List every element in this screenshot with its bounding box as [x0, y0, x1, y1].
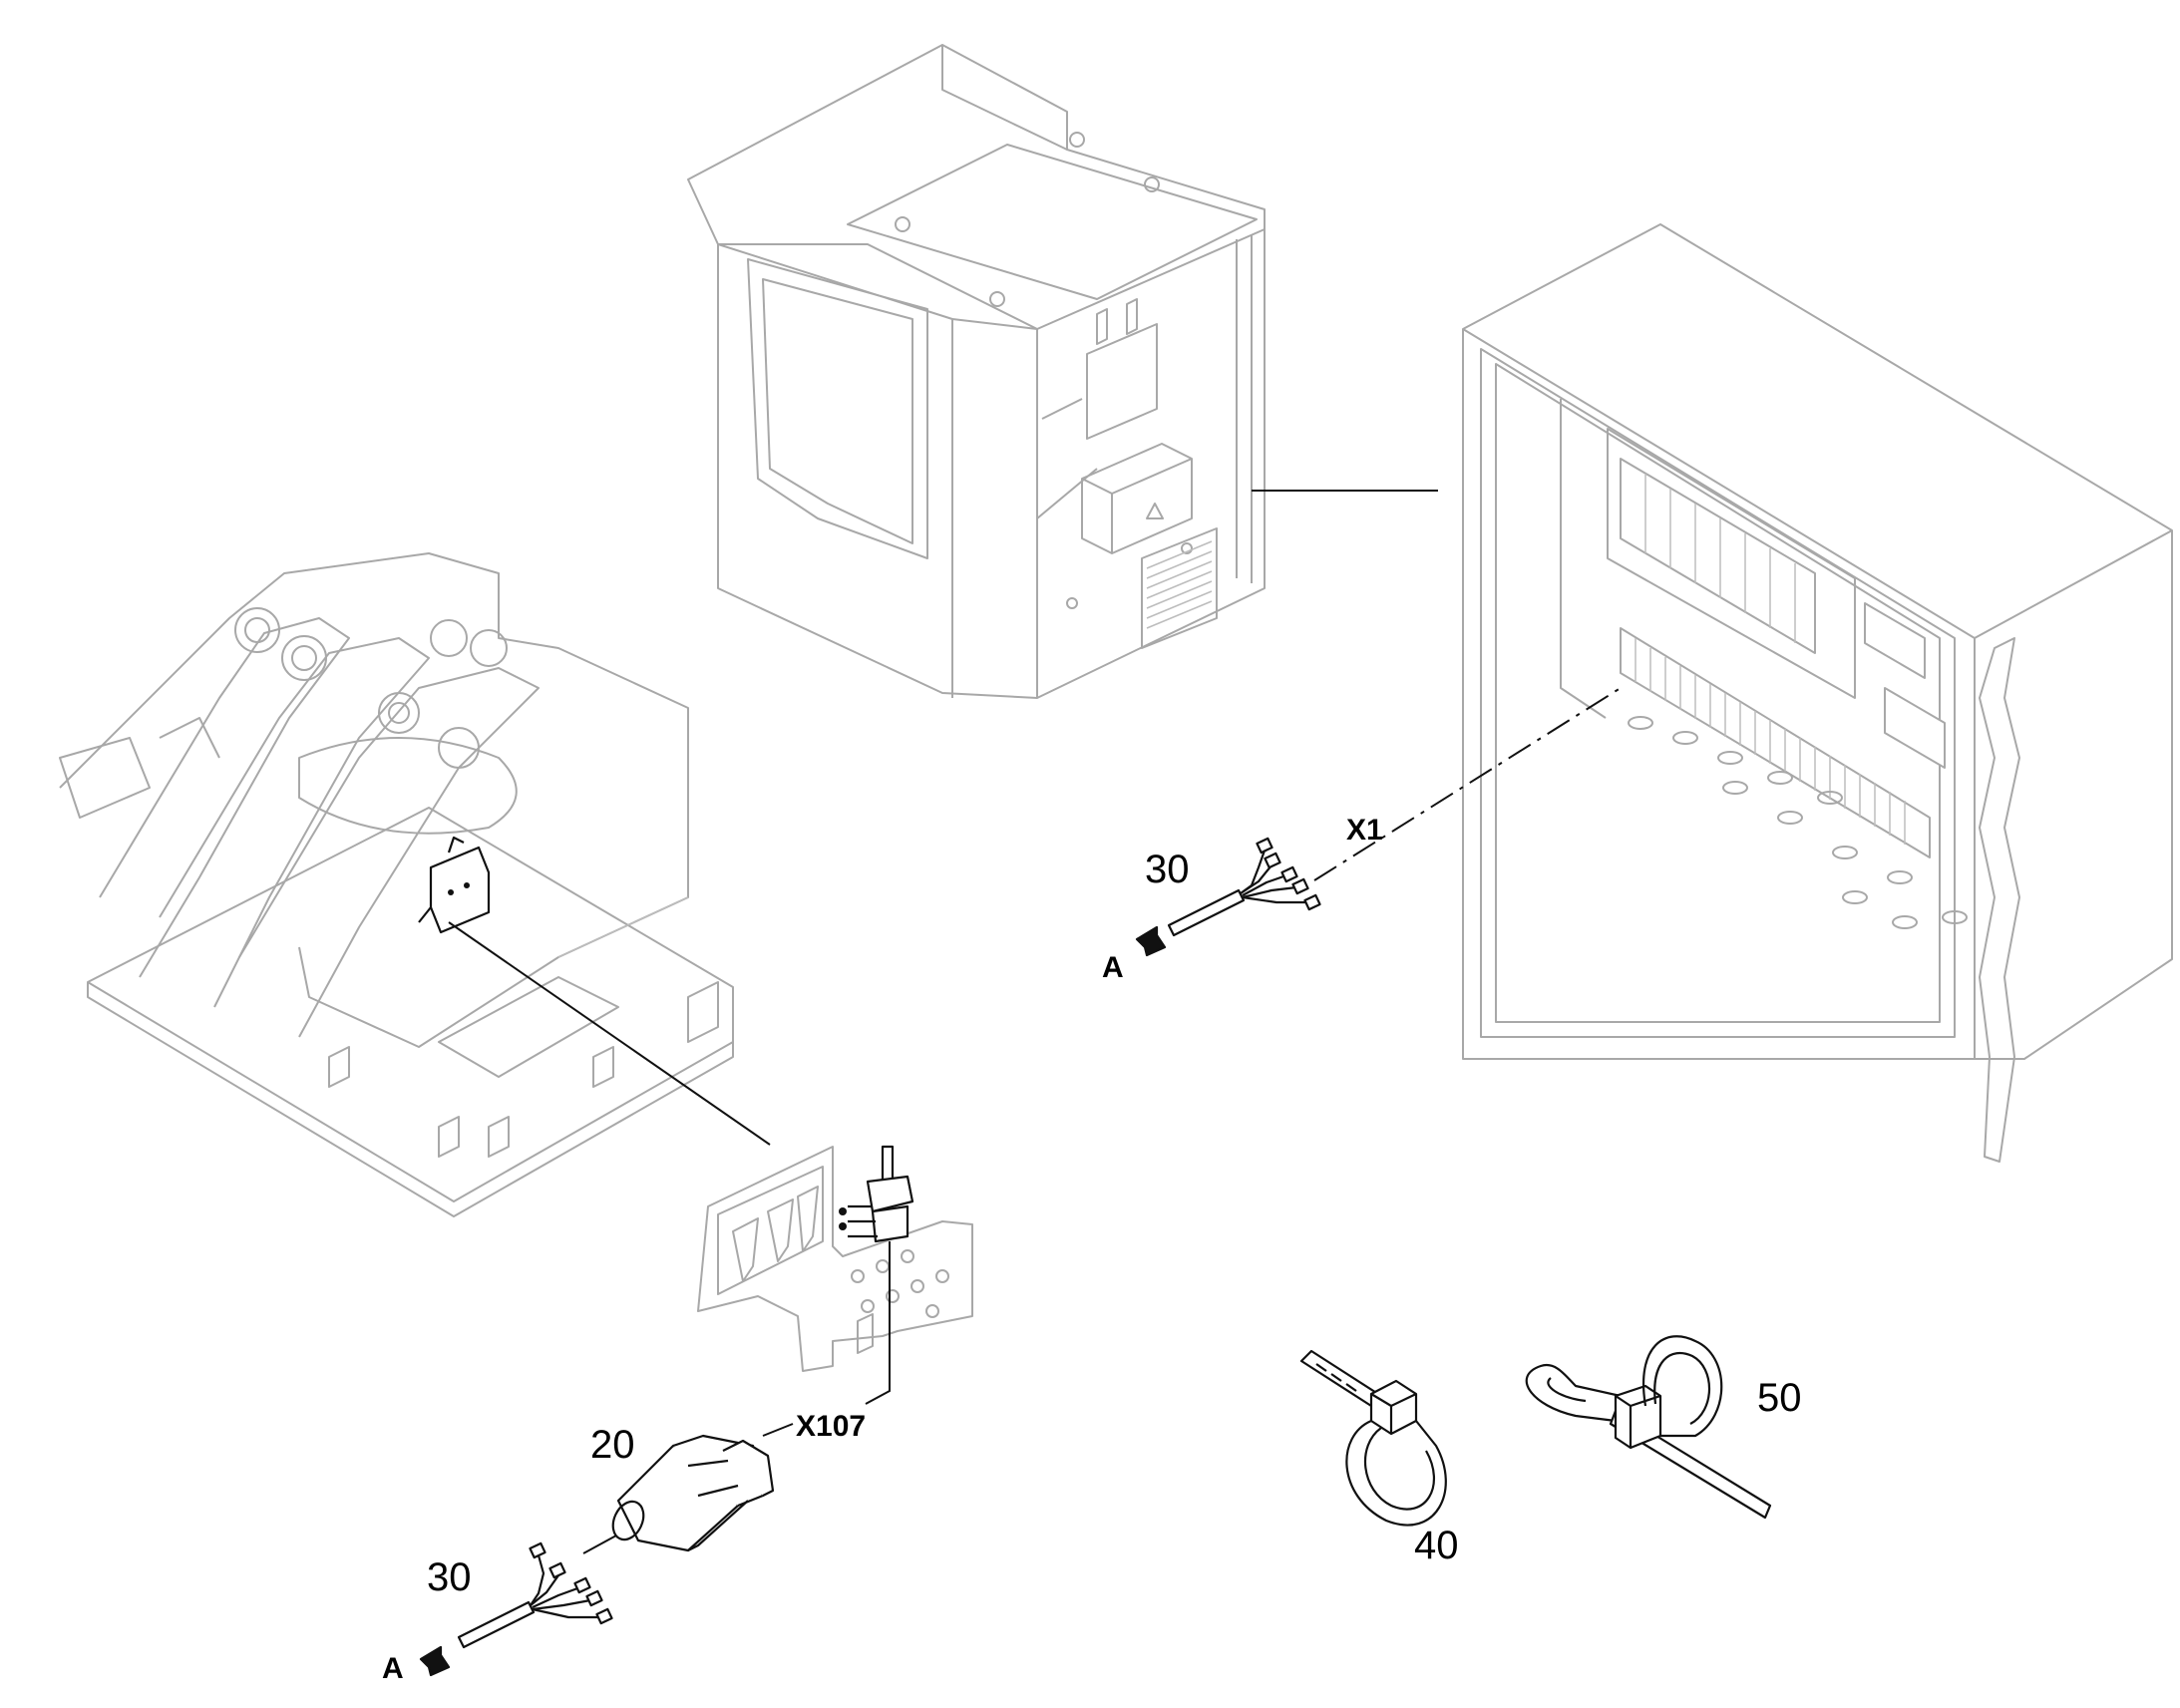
mounting-bracket-on-base — [418, 836, 491, 934]
leader-line-x107 — [865, 1241, 891, 1405]
warning-triangle-icon — [1146, 503, 1164, 519]
cable-tie-mount — [1525, 1335, 1772, 1520]
leader-line-connector — [762, 1423, 794, 1437]
leader-line-base-bracket — [448, 921, 771, 1146]
cable-tie — [1299, 1349, 1447, 1527]
callout-20: 20 — [590, 1423, 635, 1467]
arrow-direction-icon — [1135, 925, 1167, 957]
callout-30-right: 30 — [1145, 848, 1190, 891]
callout-x107: X107 — [796, 1410, 866, 1443]
callout-x1: X1 — [1346, 814, 1383, 847]
callout-a-right: A — [1102, 951, 1124, 984]
electrical-box — [1462, 223, 2173, 1163]
cab-frame — [687, 44, 1266, 699]
dashed-link-x1 — [1313, 687, 1622, 881]
callout-40: 40 — [1414, 1524, 1459, 1567]
bracket-detail — [697, 1146, 973, 1372]
leader-line-cable-left — [582, 1535, 617, 1554]
cable-assembly-left — [457, 1541, 613, 1649]
callout-50: 50 — [1757, 1376, 1802, 1420]
arrow-direction-icon — [419, 1645, 451, 1677]
callout-30-left: 30 — [427, 1555, 472, 1599]
cable-assembly-right — [1167, 837, 1321, 937]
connector-mounted — [839, 1145, 914, 1243]
machine-base-frame — [59, 552, 734, 1217]
callout-a-left: A — [382, 1652, 404, 1685]
round-connector — [611, 1434, 775, 1552]
